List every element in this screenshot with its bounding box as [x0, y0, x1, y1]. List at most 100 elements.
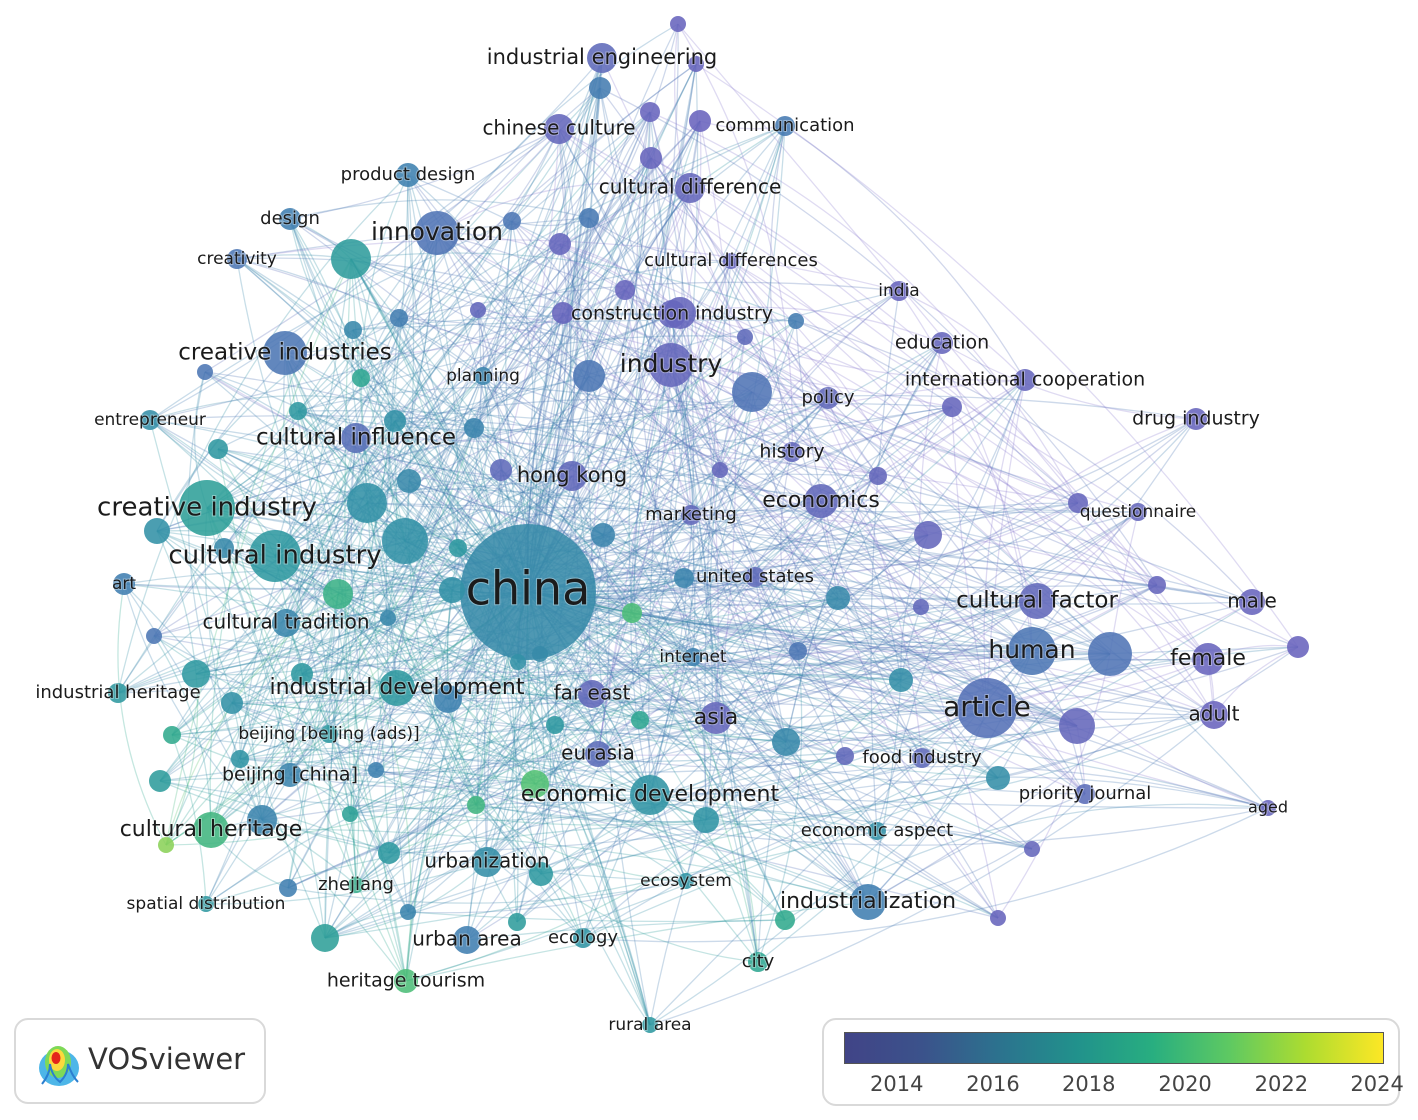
term-node-unlabeled[interactable]: [221, 692, 243, 714]
term-node-unlabeled[interactable]: [529, 862, 553, 886]
term-node-unlabeled[interactable]: [1068, 493, 1088, 513]
term-node[interactable]: [544, 114, 574, 144]
term-node[interactable]: [140, 410, 160, 430]
term-label[interactable]: industrial heritage: [34, 681, 201, 704]
term-node[interactable]: [113, 573, 135, 595]
term-label[interactable]: education: [894, 331, 990, 355]
term-node[interactable]: [957, 678, 1017, 738]
term-node-unlabeled[interactable]: [789, 642, 807, 660]
term-node-unlabeled[interactable]: [342, 806, 358, 822]
term-label[interactable]: united states: [695, 565, 815, 588]
term-node-unlabeled[interactable]: [913, 599, 929, 615]
term-node[interactable]: [227, 249, 247, 269]
term-label[interactable]: male: [1226, 588, 1278, 614]
term-node-unlabeled[interactable]: [788, 313, 804, 329]
term-label[interactable]: entrepreneur: [93, 409, 207, 431]
term-node-unlabeled[interactable]: [986, 766, 1010, 790]
term-node[interactable]: [179, 480, 235, 536]
term-label[interactable]: article: [942, 689, 1032, 724]
term-label[interactable]: china: [465, 561, 592, 617]
term-node-unlabeled[interactable]: [434, 685, 462, 713]
term-label[interactable]: zhejiang: [317, 873, 395, 896]
term-node-unlabeled[interactable]: [1059, 708, 1095, 744]
term-node-unlabeled[interactable]: [368, 762, 384, 778]
term-node-unlabeled[interactable]: [163, 726, 181, 744]
term-node-unlabeled[interactable]: [640, 147, 662, 169]
term-label[interactable]: cultural industry: [167, 540, 382, 572]
term-node[interactable]: [782, 442, 802, 462]
term-label[interactable]: art: [111, 573, 137, 595]
term-label[interactable]: beijing [beijing (ads)]: [237, 723, 420, 745]
term-node-unlabeled[interactable]: [1088, 632, 1132, 676]
term-node[interactable]: [573, 928, 593, 948]
term-node-unlabeled[interactable]: [510, 654, 526, 670]
term-node[interactable]: [1200, 701, 1228, 729]
term-node[interactable]: [474, 367, 492, 385]
term-node-unlabeled[interactable]: [688, 56, 704, 72]
term-node-unlabeled[interactable]: [378, 842, 400, 864]
term-node-unlabeled[interactable]: [670, 16, 686, 32]
term-node[interactable]: [912, 748, 932, 768]
term-label[interactable]: cultural difference: [598, 174, 783, 200]
term-label[interactable]: heritage tourism: [326, 969, 486, 993]
term-node-unlabeled[interactable]: [490, 459, 512, 481]
term-label[interactable]: aged: [1247, 797, 1289, 818]
term-label[interactable]: industrialization: [779, 888, 957, 915]
term-node[interactable]: [1019, 583, 1055, 619]
term-node[interactable]: [745, 567, 765, 587]
term-node[interactable]: [348, 877, 364, 893]
term-node-unlabeled[interactable]: [382, 518, 428, 564]
term-node-unlabeled[interactable]: [836, 747, 854, 765]
term-node[interactable]: [675, 173, 705, 203]
term-label[interactable]: human: [987, 634, 1076, 665]
term-node-unlabeled[interactable]: [503, 212, 521, 230]
term-node[interactable]: [272, 609, 300, 637]
term-node-unlabeled[interactable]: [664, 297, 696, 329]
term-label[interactable]: cultural factor: [955, 587, 1119, 615]
term-node[interactable]: [1260, 800, 1276, 816]
term-label[interactable]: urban area: [411, 926, 522, 952]
term-label[interactable]: beijing [china]: [221, 763, 359, 787]
term-label[interactable]: rural area: [607, 1014, 692, 1036]
term-node[interactable]: [1192, 643, 1224, 675]
term-label[interactable]: innovation: [370, 216, 504, 247]
term-node-unlabeled[interactable]: [674, 568, 694, 588]
term-node-unlabeled[interactable]: [208, 439, 228, 459]
term-label[interactable]: economics: [761, 487, 881, 514]
term-node-unlabeled[interactable]: [384, 410, 406, 432]
term-node-unlabeled[interactable]: [712, 462, 728, 478]
term-label[interactable]: ecology: [547, 926, 619, 949]
term-node[interactable]: [775, 116, 795, 136]
term-label[interactable]: creative industries: [177, 339, 392, 367]
term-node-unlabeled[interactable]: [439, 577, 465, 603]
term-label[interactable]: spatial distribution: [126, 893, 287, 915]
term-node-unlabeled[interactable]: [549, 233, 571, 255]
term-node-unlabeled[interactable]: [144, 518, 170, 544]
term-node-unlabeled[interactable]: [464, 418, 484, 438]
term-node[interactable]: [642, 1017, 658, 1033]
term-node[interactable]: [278, 763, 302, 787]
term-label[interactable]: international cooperation: [904, 368, 1146, 392]
term-node-unlabeled[interactable]: [591, 523, 615, 547]
term-label[interactable]: marketing: [644, 503, 738, 526]
term-node-unlabeled[interactable]: [331, 239, 371, 279]
term-node[interactable]: [649, 343, 693, 387]
term-node-unlabeled[interactable]: [826, 586, 850, 610]
term-node-unlabeled[interactable]: [521, 770, 549, 798]
term-node-unlabeled[interactable]: [1287, 636, 1309, 658]
term-node-unlabeled[interactable]: [1148, 576, 1166, 594]
term-node[interactable]: [1008, 627, 1056, 675]
term-node-unlabeled[interactable]: [289, 402, 307, 420]
term-node[interactable]: [394, 969, 418, 993]
term-node[interactable]: [557, 461, 587, 491]
term-node-unlabeled[interactable]: [775, 910, 795, 930]
term-node-unlabeled[interactable]: [532, 646, 548, 662]
term-label[interactable]: hong kong: [516, 462, 628, 488]
term-label[interactable]: economic development: [520, 781, 781, 808]
term-label[interactable]: questionnaire: [1079, 501, 1197, 523]
term-label[interactable]: ecosystem: [639, 870, 733, 892]
term-label[interactable]: creativity: [196, 248, 278, 270]
term-node[interactable]: [396, 163, 420, 187]
term-node-unlabeled[interactable]: [467, 796, 485, 814]
term-node-unlabeled[interactable]: [640, 102, 660, 122]
